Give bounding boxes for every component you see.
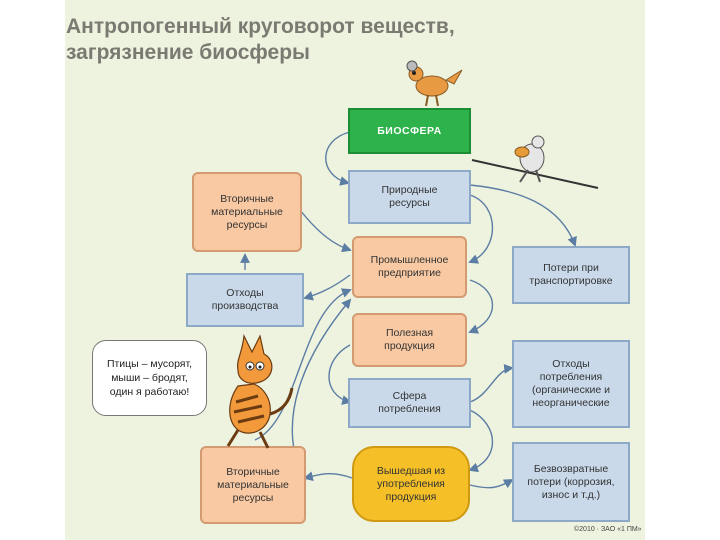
arrow-biosphere-to-resources	[325, 131, 351, 186]
bird-icon	[406, 60, 463, 107]
copyright-note: ©2010 · ЗАО «1 ПМ»	[574, 526, 642, 533]
arrow-secondary-to-industry	[299, 209, 352, 253]
arrow-obsolete-to-losses	[469, 479, 514, 489]
box-transport-losses: Потери при транспортировке	[512, 246, 630, 304]
arrow-secondary-to-industry-long	[254, 288, 352, 441]
speech-bubble: Птицы – мусорят, мыши – бродят, один я р…	[92, 340, 207, 416]
speech-line-3: один я работаю!	[109, 386, 190, 398]
arrow-consumption-to-obsolete	[468, 409, 494, 473]
box-consumption-sphere: Сфера потребления	[348, 378, 471, 428]
arrow-waste-to-biosphere	[469, 184, 577, 247]
box-useful-products: Полезная продукция	[352, 313, 467, 367]
box-consumption-waste: Отходы потребления (органические и неорг…	[512, 340, 630, 428]
arrow-obsolete-to-secondary	[303, 471, 353, 482]
mouse-icon	[471, 135, 599, 189]
page-title: Антропогенный круговорот веществ, загряз…	[66, 14, 586, 66]
cat-icon	[226, 333, 294, 449]
box-obsolete-products: Вышедшая из употребления продукция	[352, 446, 470, 522]
title-line-1: Антропогенный круговорот веществ,	[66, 15, 455, 38]
arrow-consumption-to-waste	[469, 364, 514, 403]
speech-line-2: мыши – бродят,	[111, 372, 188, 384]
arrow-products-to-consumption	[328, 344, 352, 405]
arrow-industry-to-products	[468, 279, 494, 334]
box-industrial-enterprise: Промышленное предприятие	[352, 236, 467, 298]
box-secondary-resources-top: Вторичные материальные ресурсы	[192, 172, 302, 252]
box-biosphere: БИОСФЕРА	[348, 108, 471, 154]
arrow-resources-to-industry	[468, 194, 494, 264]
box-secondary-resources-bottom: Вторичные материальные ресурсы	[200, 446, 306, 524]
box-natural-resources: Природные ресурсы	[348, 170, 471, 224]
title-line-2: загрязнение биосферы	[66, 41, 310, 64]
arrow-industry-to-waste	[303, 274, 351, 301]
box-irreversible-losses: Безвозвратные потери (коррозия, износ и …	[512, 442, 630, 522]
box-production-waste: Отходы производства	[186, 273, 304, 327]
speech-line-1: Птицы – мусорят,	[106, 358, 193, 370]
